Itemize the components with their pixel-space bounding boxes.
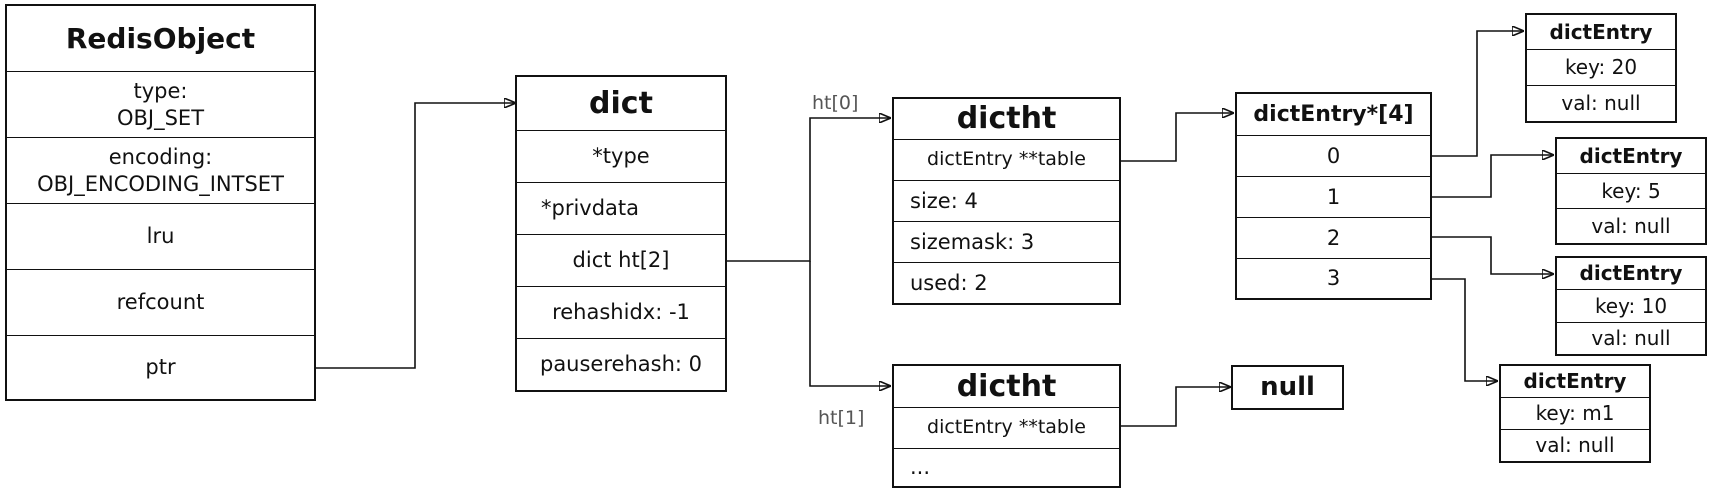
dictentry-box-1: dictEntry key: 5 val: null — [1555, 137, 1707, 245]
dictht0-table-row: dictEntry **table — [894, 140, 1119, 181]
dictht0-sizemask-row: sizemask: 3 — [894, 222, 1119, 263]
arrow-slot1-to-entry1 — [1432, 155, 1553, 198]
arrow-slot2-to-entry2 — [1432, 236, 1553, 274]
type-label: type: — [133, 79, 188, 104]
dictht1-more-row: ... — [910, 455, 931, 480]
redis-object-title: RedisObject — [7, 6, 314, 72]
arrow-ht-to-dictht0 — [727, 118, 890, 262]
entry-0-key: key: 20 — [1527, 50, 1675, 86]
dict-title: dict — [517, 77, 725, 131]
redis-object-lru-row: lru — [7, 204, 314, 270]
array-title: dictEntry*[4] — [1237, 94, 1430, 136]
dict-box: dict *type *privdata dict ht[2] rehashid… — [515, 75, 727, 392]
entry-0-val: val: null — [1561, 91, 1641, 115]
redis-object-refcount-row: refcount — [7, 270, 314, 336]
null-box: null — [1231, 365, 1344, 410]
ht1-label: ht[1] — [818, 407, 865, 429]
dictht1-table-row: dictEntry **table — [894, 408, 1119, 449]
dict-privdata-row: *privdata — [517, 183, 725, 235]
dictht0-title: dictht — [894, 99, 1119, 140]
arrow-ptr-to-dict — [316, 103, 515, 369]
entry-3-key: key: m1 — [1501, 398, 1649, 430]
entry-3-title: dictEntry — [1501, 366, 1649, 398]
dictentry-box-3: dictEntry key: m1 val: null — [1499, 364, 1651, 463]
dictht0-size-row: size: 4 — [894, 181, 1119, 222]
arrow-slot0-to-entry0 — [1432, 31, 1523, 157]
encoding-label: encoding: — [108, 145, 213, 170]
redis-object-box: RedisObject type: OBJ_SET encoding: OBJ_… — [5, 4, 316, 401]
dict-pauserehash-row: pauserehash: 0 — [539, 352, 702, 377]
arrow-table-to-array — [1121, 113, 1233, 162]
dictentry-box-2: dictEntry key: 10 val: null — [1555, 256, 1707, 356]
entry-2-title: dictEntry — [1557, 258, 1705, 290]
dict-ht-row: dict ht[2] — [517, 235, 725, 287]
array-slot-1: 1 — [1237, 177, 1430, 218]
entry-2-key: key: 10 — [1557, 290, 1705, 323]
arrow-slot3-to-entry3 — [1432, 278, 1497, 381]
entry-1-key: key: 5 — [1557, 174, 1705, 209]
array-slot-2: 2 — [1237, 218, 1430, 259]
type-value: OBJ_SET — [116, 105, 205, 130]
arrow-ht-to-dictht1 — [809, 261, 890, 386]
redis-object-ptr-row: ptr — [145, 355, 176, 380]
encoding-value: OBJ_ENCODING_INTSET — [37, 171, 284, 196]
dictentry-array-box: dictEntry*[4] 0 1 2 3 — [1235, 92, 1432, 300]
dict-type-row: *type — [517, 131, 725, 183]
entry-1-val: val: null — [1591, 213, 1671, 238]
ht0-label: ht[0] — [812, 92, 859, 114]
dictht1-box: dictht dictEntry **table ... — [892, 364, 1121, 488]
dictht0-box: dictht dictEntry **table size: 4 sizemas… — [892, 97, 1121, 305]
dictht0-used-row: used: 2 — [910, 270, 988, 295]
redis-object-type-row: type: OBJ_SET — [7, 72, 314, 138]
dictht1-title: dictht — [894, 366, 1119, 408]
dictentry-box-0: dictEntry key: 20 val: null — [1525, 13, 1677, 123]
dict-rehashidx-row: rehashidx: -1 — [517, 287, 725, 339]
array-slot-0: 0 — [1237, 136, 1430, 177]
entry-3-val: val: null — [1535, 433, 1615, 457]
redis-object-encoding-row: encoding: OBJ_ENCODING_INTSET — [7, 138, 314, 204]
array-slot-3: 3 — [1326, 266, 1341, 291]
entry-2-val: val: null — [1591, 326, 1671, 350]
entry-0-title: dictEntry — [1527, 15, 1675, 50]
arrow-table1-to-null — [1121, 387, 1230, 427]
null-label: null — [1260, 372, 1315, 403]
entry-1-title: dictEntry — [1557, 139, 1705, 174]
